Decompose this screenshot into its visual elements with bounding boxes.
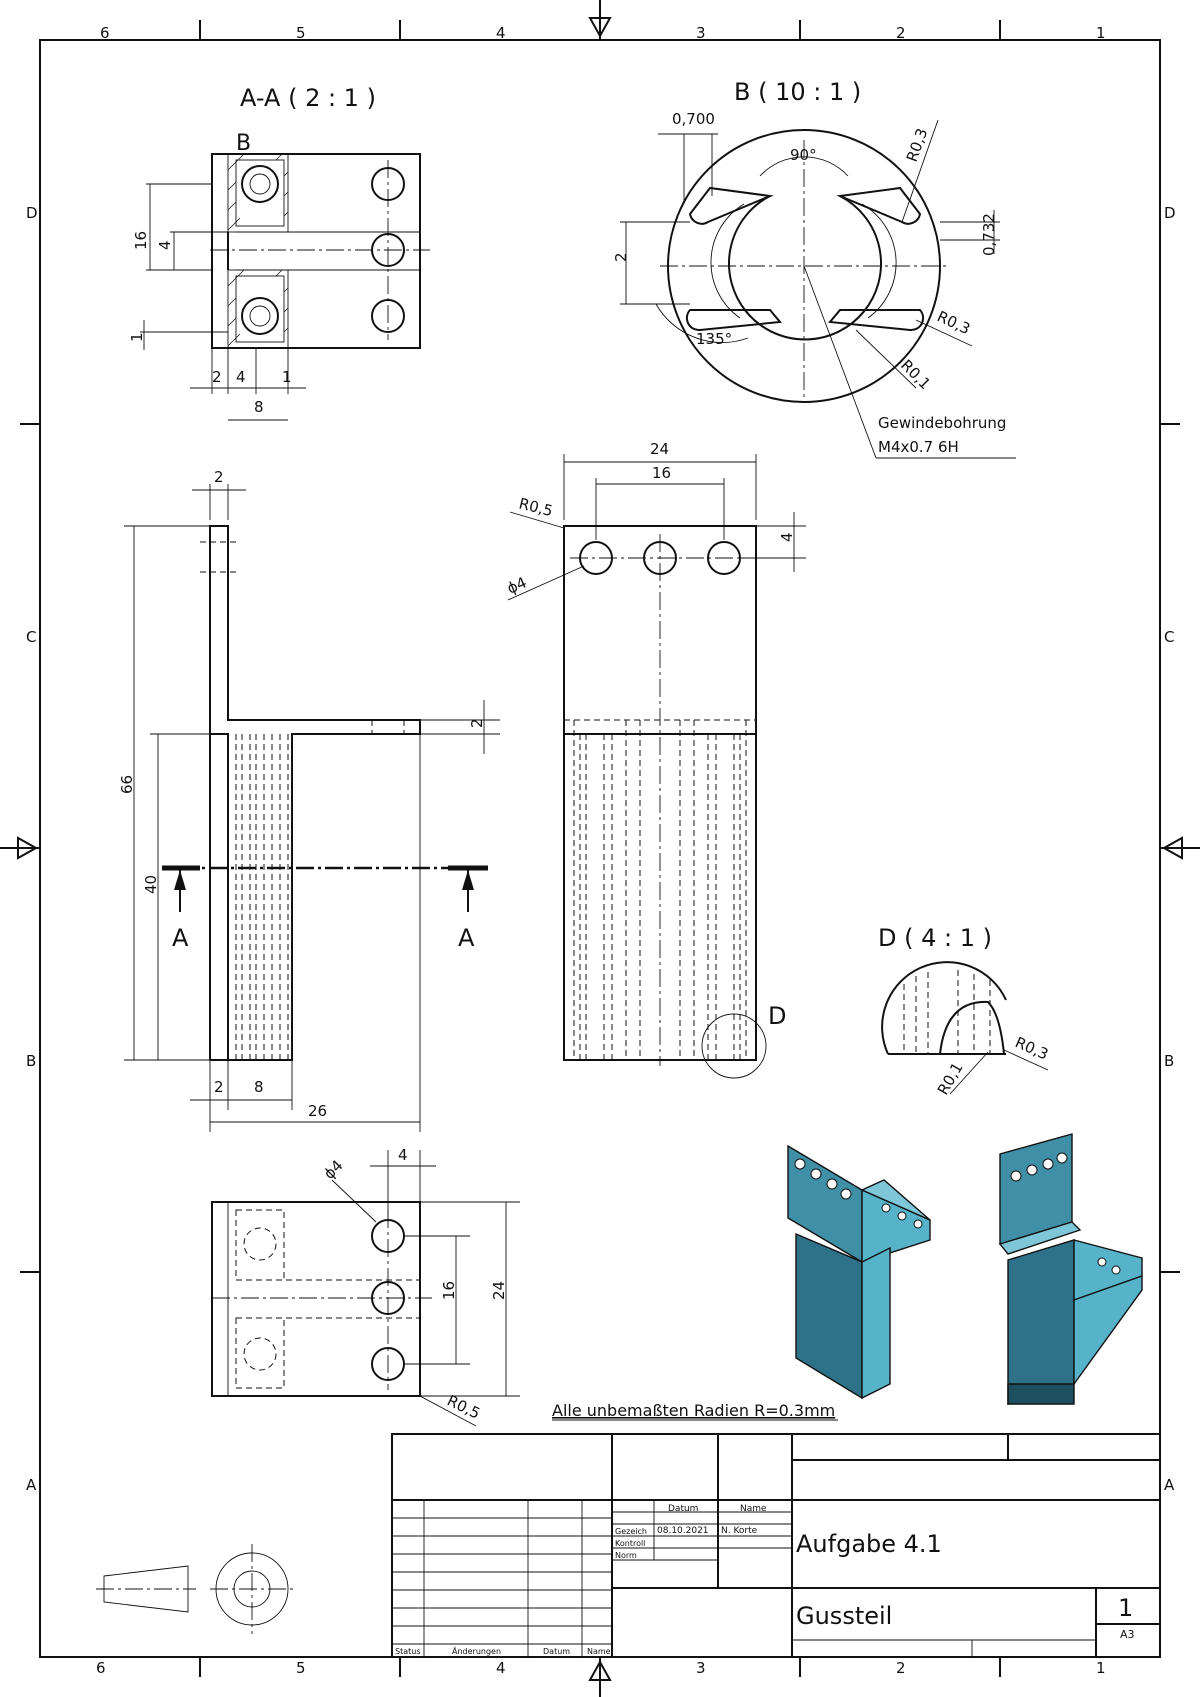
drawn-date: 08.10.2021 <box>657 1526 709 1536</box>
sheet-format: A3 <box>1120 1628 1135 1641</box>
dim-26: 26 <box>308 1102 327 1120</box>
dim-16: 16 <box>132 231 150 250</box>
dim-1: 1 <box>128 332 146 342</box>
row-label-d-left: D <box>26 204 38 222</box>
row-label-a-right: A <box>1164 1476 1175 1494</box>
projection-method-symbol <box>96 1544 296 1634</box>
row-kontroll: Kontroll <box>615 1539 645 1548</box>
col-label-1-bottom: 1 <box>1096 1659 1106 1677</box>
row-gezeich: Gezeich <box>615 1527 647 1536</box>
detail-view-d: D ( 4 : 1 ) R0,3 R0,1 <box>878 924 1051 1098</box>
rev-header-name: Name <box>587 1647 611 1656</box>
detail-d-title: D ( 4 : 1 ) <box>878 924 992 952</box>
row-label-b-left: B <box>26 1052 36 1070</box>
section-view-title: A-A ( 2 : 1 ) <box>240 84 376 112</box>
dim-phi4-front: ϕ4 <box>504 573 529 597</box>
col-label-3-top: 3 <box>696 24 706 42</box>
detail-marker-b: B <box>236 131 251 156</box>
centering-mark-top <box>588 0 612 40</box>
col-label-6-bottom: 6 <box>96 1659 106 1677</box>
col-label-4-bottom: 4 <box>496 1659 506 1677</box>
dim-r03-right: R0,3 <box>934 307 973 338</box>
detail-view-b: B ( 10 : 1 ) 0,700 90° R0,3 2 0,732 135°… <box>612 78 1016 459</box>
row-label-c-right: C <box>1164 628 1174 646</box>
dim-40: 40 <box>142 875 160 894</box>
centering-mark-bottom <box>588 1657 612 1697</box>
rev-header-datum: Datum <box>543 1647 570 1656</box>
dim-4-bottom: 4 <box>236 368 246 386</box>
dim-2-detail: 2 <box>612 252 630 262</box>
dim-66: 66 <box>118 775 136 794</box>
dim-1-bottom: 1 <box>282 368 292 386</box>
col-label-4-top: 4 <box>496 24 506 42</box>
general-note-radii: Alle unbemaßten Radien R=0.3mm <box>552 1401 835 1420</box>
section-view-a-a: A-A ( 2 : 1 ) B <box>128 84 430 421</box>
top-view: 4 ϕ4 16 24 R0,5 <box>211 1146 520 1427</box>
col-header-name: Name <box>740 1504 767 1514</box>
detail-b-title: B ( 10 : 1 ) <box>734 78 861 106</box>
row-norm: Norm <box>615 1551 637 1560</box>
dim-phi4-top-view: ϕ4 <box>320 1156 346 1182</box>
drawn-by-name: N. Korte <box>721 1526 758 1536</box>
dim-r01-detail-d: R0,1 <box>934 1059 967 1098</box>
part-name: Gussteil <box>796 1602 892 1630</box>
row-label-d-right: D <box>1164 204 1176 222</box>
col-label-5-bottom: 5 <box>296 1659 306 1677</box>
section-label-a-right: A <box>458 924 475 952</box>
dim-16-top: 16 <box>652 464 671 482</box>
rev-header-status: Status <box>395 1647 421 1656</box>
dim-24-top: 24 <box>650 440 669 458</box>
row-label-a-left: A <box>26 1476 37 1494</box>
isometric-model-left <box>787 1144 931 1400</box>
dim-2-bottom: 2 <box>212 368 222 386</box>
dim-r05-front: R0,5 <box>517 494 555 520</box>
col-label-6-top: 6 <box>100 24 110 42</box>
row-label-b-right: B <box>1164 1052 1174 1070</box>
dim-135-deg: 135° <box>696 330 732 348</box>
title-block: Datum Name Gezeich Kontroll Norm 08.10.2… <box>391 1433 1161 1658</box>
dim-16-top-view: 16 <box>440 1281 458 1300</box>
row-label-c-left: C <box>26 628 36 646</box>
dim-r03-top: R0,3 <box>903 126 932 164</box>
col-header-datum: Datum <box>668 1504 698 1514</box>
sheet-number: 1 <box>1118 1594 1133 1622</box>
dim-8-base: 8 <box>254 1078 264 1096</box>
side-view: A A 2 66 40 2 2 8 26 <box>118 468 500 1132</box>
dim-8-bottom: 8 <box>254 398 264 416</box>
thread-note-line2: M4x0.7 6H <box>878 438 959 456</box>
dim-4-top-view: 4 <box>398 1146 408 1164</box>
dim-2-base: 2 <box>214 1078 224 1096</box>
detail-marker-d: D <box>768 1002 786 1030</box>
isometric-model-right <box>998 1133 1143 1405</box>
centering-mark-right <box>1160 836 1200 860</box>
dim-0732: 0,732 <box>980 213 998 256</box>
dim-90-deg: 90° <box>790 146 817 164</box>
dim-4: 4 <box>156 240 174 250</box>
drawing-title: Aufgabe 4.1 <box>796 1530 942 1558</box>
thread-note-line1: Gewindebohrung <box>878 414 1006 432</box>
dim-r03-detail-d: R0,3 <box>1012 1033 1051 1063</box>
centering-mark-left <box>0 836 40 860</box>
col-label-5-top: 5 <box>296 24 306 42</box>
dim-2-top: 2 <box>214 468 224 486</box>
col-label-3-bottom: 3 <box>696 1659 706 1677</box>
col-label-2-top: 2 <box>896 24 906 42</box>
front-view: D 24 16 R0,5 ϕ4 4 <box>504 440 806 1079</box>
dim-0700: 0,700 <box>672 110 715 128</box>
dim-4-front: 4 <box>778 532 796 542</box>
col-label-1-top: 1 <box>1096 24 1106 42</box>
col-label-2-bottom: 2 <box>896 1659 906 1677</box>
dim-24-top-view: 24 <box>490 1281 508 1300</box>
section-label-a-left: A <box>172 924 189 952</box>
dim-2-right: 2 <box>468 718 486 728</box>
rev-header-aenderungen: Änderungen <box>452 1646 501 1656</box>
